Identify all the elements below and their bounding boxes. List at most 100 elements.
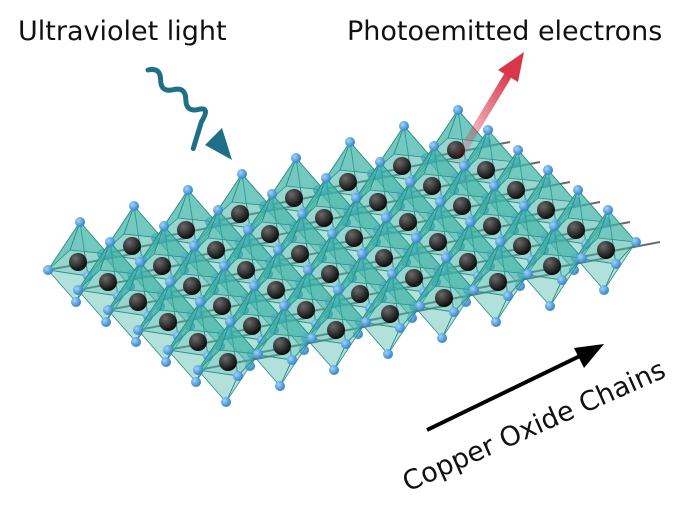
octahedron-face [243, 285, 283, 319]
oxygen-atom [253, 349, 263, 359]
oxygen-atom [329, 365, 339, 375]
octahedron-face [196, 369, 239, 403]
copper-atom [213, 297, 231, 315]
oxygen-atom [183, 185, 193, 195]
oxygen-atom [351, 193, 361, 203]
copper-atom [69, 253, 87, 271]
oxygen-atom [381, 213, 391, 223]
copper-atom [453, 197, 471, 215]
copper-atom [507, 181, 525, 199]
octahedron-face [189, 301, 229, 335]
oxygen-atom [287, 355, 297, 365]
octahedron-face [489, 241, 529, 275]
copper-atom [477, 161, 495, 179]
octahedron-face [459, 221, 499, 255]
copper-atom [231, 205, 249, 223]
oxygen-atom [469, 285, 479, 295]
oxygen-atom [159, 221, 169, 231]
copper-atom [381, 305, 399, 323]
oxygen-atom [189, 241, 199, 251]
oxygen-atom [267, 189, 277, 199]
oxygen-atom [599, 285, 609, 295]
oxygen-atom [405, 177, 415, 187]
oxygen-atom [429, 141, 439, 151]
copper-atom [513, 237, 531, 255]
octahedron-face [213, 265, 253, 299]
oxygen-atom [441, 253, 451, 263]
copper-atom [99, 273, 117, 291]
oxygen-atom [523, 269, 533, 279]
octahedron-face [483, 185, 523, 219]
oxygen-atom [387, 269, 397, 279]
oxygen-atom [165, 277, 175, 287]
copper-atom [267, 281, 285, 299]
oxygen-atom [453, 105, 463, 115]
oxygen-atom [307, 333, 317, 343]
octahedron-face [597, 209, 637, 243]
oxygen-atom [163, 345, 173, 355]
oxygen-atom [135, 257, 145, 267]
cuo6-octahedron [301, 285, 371, 375]
oxygen-atom [345, 137, 355, 147]
arrow-up-right-icon [448, 52, 524, 172]
copper-atom [423, 177, 441, 195]
oxygen-atom [449, 307, 459, 317]
octahedron-face [429, 201, 469, 235]
copper-atom [597, 241, 615, 259]
copper-atom [339, 173, 357, 191]
oxygen-atom [383, 349, 393, 359]
oxygen-atom [195, 297, 205, 307]
copper-atom [315, 209, 333, 227]
oxygen-atom [333, 285, 343, 295]
octahedron-face [123, 205, 163, 239]
octahedron-face [567, 189, 607, 223]
octahedron-face [129, 261, 169, 295]
copper-atom [297, 301, 315, 319]
oxygen-atom [361, 317, 371, 327]
oxygen-atom [573, 185, 583, 195]
oxygen-atom [105, 237, 115, 247]
oxygen-atom [341, 339, 351, 349]
oxygen-atom [545, 301, 555, 311]
oxygen-atom [577, 253, 587, 263]
octahedron-face [177, 189, 217, 223]
octahedron-face [159, 281, 199, 315]
copper-oxide-lattice [43, 105, 661, 407]
oxygen-atom [249, 281, 259, 291]
copper-atom [435, 289, 453, 307]
oxygen-atom [161, 357, 171, 367]
oxygen-atom [73, 285, 83, 295]
copper-atom [369, 193, 387, 211]
octahedron-face [237, 229, 277, 263]
octahedron-face [453, 165, 493, 199]
octahedron-face [327, 289, 367, 323]
oxygen-atom [327, 229, 337, 239]
oxygen-atom [243, 225, 253, 235]
octahedron-face [477, 129, 517, 163]
copper-atom [537, 201, 555, 219]
oxygen-atom [357, 249, 367, 259]
octahedron-face [507, 149, 547, 183]
oxygen-atom [395, 323, 405, 333]
copper-atom [489, 273, 507, 291]
octahedron-face [351, 253, 391, 287]
octahedron-face [375, 217, 415, 251]
oxygen-atom [483, 125, 493, 135]
octahedron-face [153, 225, 193, 259]
oxygen-atom [193, 365, 203, 375]
cuo6-octahedron [193, 317, 263, 407]
octahedron-face [297, 269, 337, 303]
copper-atom [219, 353, 237, 371]
copper-atom [375, 249, 393, 267]
oxygen-atom [603, 205, 613, 215]
cuo6-octahedron [133, 277, 203, 367]
oxygen-atom [415, 301, 425, 311]
cuo6-octahedron [355, 269, 425, 359]
oxygen-atom [435, 197, 445, 207]
oxygen-atom [303, 265, 313, 275]
octahedron-face [537, 169, 577, 203]
octahedron-face [339, 141, 379, 175]
copper-atom [483, 217, 501, 235]
copper-atom [177, 221, 195, 239]
octahedron-face [513, 205, 553, 239]
